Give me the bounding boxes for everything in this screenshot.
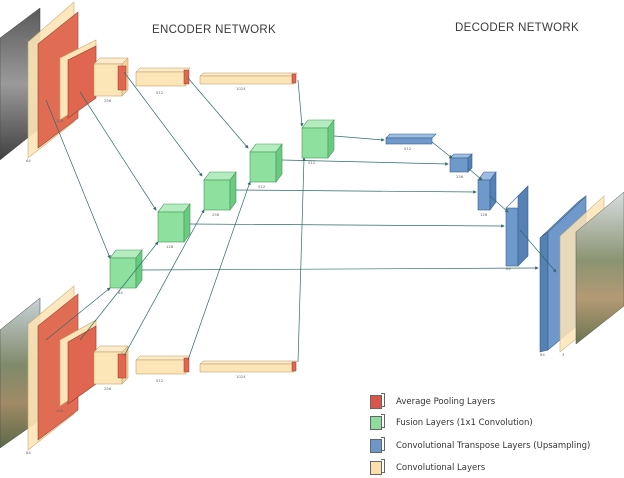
dim-conv1-bottom: 128 xyxy=(56,408,64,413)
fusion-layers xyxy=(109,119,335,289)
encoder-title: ENCODER NETWORK xyxy=(152,24,276,36)
dim-pool-bottom: 512 xyxy=(156,378,164,383)
top-input-stack xyxy=(0,1,298,161)
dim-fc-top: 1024 xyxy=(236,86,246,91)
pooling-swatch xyxy=(370,393,385,409)
dim-input-top: 64 xyxy=(26,158,31,163)
connections xyxy=(45,71,557,363)
dim-out: 3 xyxy=(562,352,565,357)
legend-item-fusion: Fusion Layers (1x1 Convolution) xyxy=(370,414,533,432)
decoder-layers xyxy=(385,133,587,353)
dim-fusion1: 64 xyxy=(118,290,123,295)
legend-label-deconv: Convolutional Transpose Layers (Upsampli… xyxy=(396,441,591,451)
dimension-labels: 64 128 256 512 1024 64 128 256 512 1024 … xyxy=(26,86,565,455)
dim-fusion2: 128 xyxy=(166,244,174,249)
dim-dec3: 128 xyxy=(480,212,488,217)
decoder-title: DECODER NETWORK xyxy=(455,22,579,34)
dim-conv2-bottom: 256 xyxy=(104,386,112,391)
legend-label-fusion: Fusion Layers (1x1 Convolution) xyxy=(396,418,533,428)
dim-dec5: 64 xyxy=(540,352,545,357)
conv-swatch xyxy=(370,459,385,475)
output-stack xyxy=(559,191,624,353)
dim-dec4: 64 xyxy=(506,266,511,271)
dim-dec1: 512 xyxy=(404,146,412,151)
dim-conv1-top: 128 xyxy=(56,118,64,123)
output-image xyxy=(575,191,624,345)
dim-pool-top: 512 xyxy=(156,90,164,95)
deconv-swatch xyxy=(370,437,385,453)
dim-fusion5: 512 xyxy=(308,160,316,165)
dim-fusion3: 256 xyxy=(212,212,220,217)
legend-label-conv: Convolutional Layers xyxy=(396,463,486,473)
dim-dec2: 256 xyxy=(456,174,464,179)
fusion-swatch xyxy=(370,414,385,430)
bottom-input-stack xyxy=(0,285,298,451)
dim-fusion4: 512 xyxy=(258,184,266,189)
dim-conv2-top: 256 xyxy=(104,98,112,103)
dim-input-bottom: 64 xyxy=(26,450,31,455)
legend-label-pooling: Average Pooling Layers xyxy=(396,397,496,407)
legend-item-pooling: Average Pooling Layers xyxy=(370,393,495,411)
legend-item-conv: Convolutional Layers xyxy=(370,459,485,477)
legend-item-deconv: Convolutional Transpose Layers (Upsampli… xyxy=(370,437,590,455)
dim-fc-bottom: 1024 xyxy=(236,374,246,379)
